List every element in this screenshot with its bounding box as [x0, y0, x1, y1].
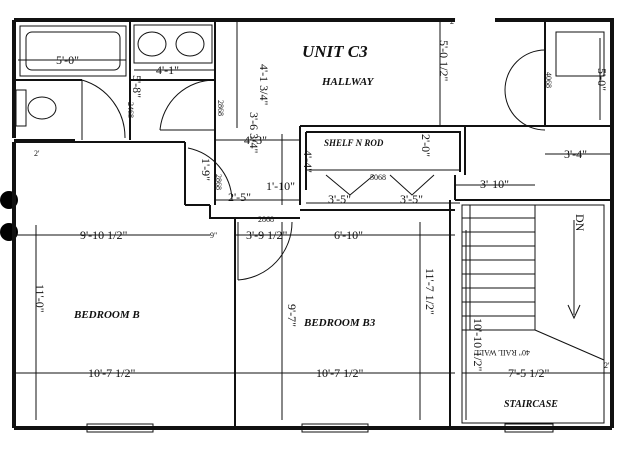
- dim-hall-top: 4'-1 3/4": [257, 64, 271, 105]
- vanity-room: [130, 20, 216, 205]
- dim-landing: 3'-4": [564, 147, 587, 161]
- dimension-lines: [14, 22, 612, 420]
- door-tag-2868b: 2868: [214, 174, 223, 190]
- dim-bed-b-h: 11'-0": [33, 284, 47, 313]
- dim-closet-a: 3'-5": [328, 192, 351, 206]
- dim-b3-right-h: 11'-7 1/2": [423, 268, 437, 315]
- door-tag-2868c: 2868: [258, 215, 274, 224]
- corner-note-2: 2': [34, 149, 40, 158]
- unit-title: UNIT C3: [302, 42, 368, 61]
- dim-entry: 3'-9 1/2": [246, 228, 287, 242]
- door-tag-4068: 4068: [544, 72, 553, 88]
- door-tag-5068: 5068: [370, 173, 386, 182]
- corner-note-3: 2': [604, 361, 610, 370]
- dim-shelf-h: 4'-4": [301, 150, 315, 173]
- dim-stair-w: 7'-5 1/2": [508, 366, 549, 380]
- down-label: DN: [573, 214, 587, 232]
- dim-bed-b-w: 9'-10 1/2": [80, 228, 127, 242]
- dim-small-2: 1'-10": [266, 179, 295, 193]
- dim-hall-mid: 3'-6 3/4": [247, 112, 261, 153]
- door-tag-2868a: 2868: [216, 100, 225, 116]
- dim-tub: 5'-0": [56, 53, 79, 67]
- dim-bath-h: 5'-8": [130, 75, 144, 98]
- bedroom-walls: [14, 141, 455, 428]
- dim-bed-b3-w: 6'-10": [334, 228, 363, 242]
- dim-shelf-depth: 2'-0": [419, 134, 433, 157]
- dim-closet-b: 3'-5": [400, 192, 423, 206]
- dim-small-4: 9": [210, 231, 217, 240]
- dim-hall-right: 5'-0 1/2": [437, 40, 451, 81]
- hallway-walls: [299, 125, 612, 205]
- rail-wall-label: 40" RAIL WALL: [474, 348, 530, 357]
- staircase: [461, 204, 605, 424]
- corner-note-1: 2': [450, 17, 456, 26]
- windows: [86, 423, 554, 433]
- dim-top-stair: 3'-10": [480, 177, 509, 191]
- dim-bed-b3-h: 9'-7": [285, 304, 299, 327]
- dim-bottom-left: 10'-7 1/2": [88, 366, 135, 380]
- dim-small-1: 1'-9": [199, 158, 213, 181]
- dim-closet-right: 5'-0": [595, 68, 609, 91]
- dim-small-3: 2'-5": [228, 190, 251, 204]
- shelf-label: SHELF N ROD: [324, 138, 384, 148]
- bathroom: [14, 20, 131, 141]
- bedroom-b-label: BEDROOM B: [73, 309, 140, 321]
- dim-stair-h: 10'-10 1/2": [471, 318, 485, 371]
- dim-bottom-mid: 10'-7 1/2": [316, 366, 363, 380]
- staircase-label: STAIRCASE: [504, 399, 558, 410]
- hallway-label: HALLWAY: [321, 76, 375, 88]
- dim-shelf-w: 4'-3": [244, 133, 267, 147]
- outer-walls: [12, 18, 614, 430]
- door-tag-2468a: 2468: [126, 102, 135, 118]
- bedroom-b3-label: BEDROOM B3: [303, 317, 376, 329]
- dim-bath-w: 4'-1": [156, 63, 179, 77]
